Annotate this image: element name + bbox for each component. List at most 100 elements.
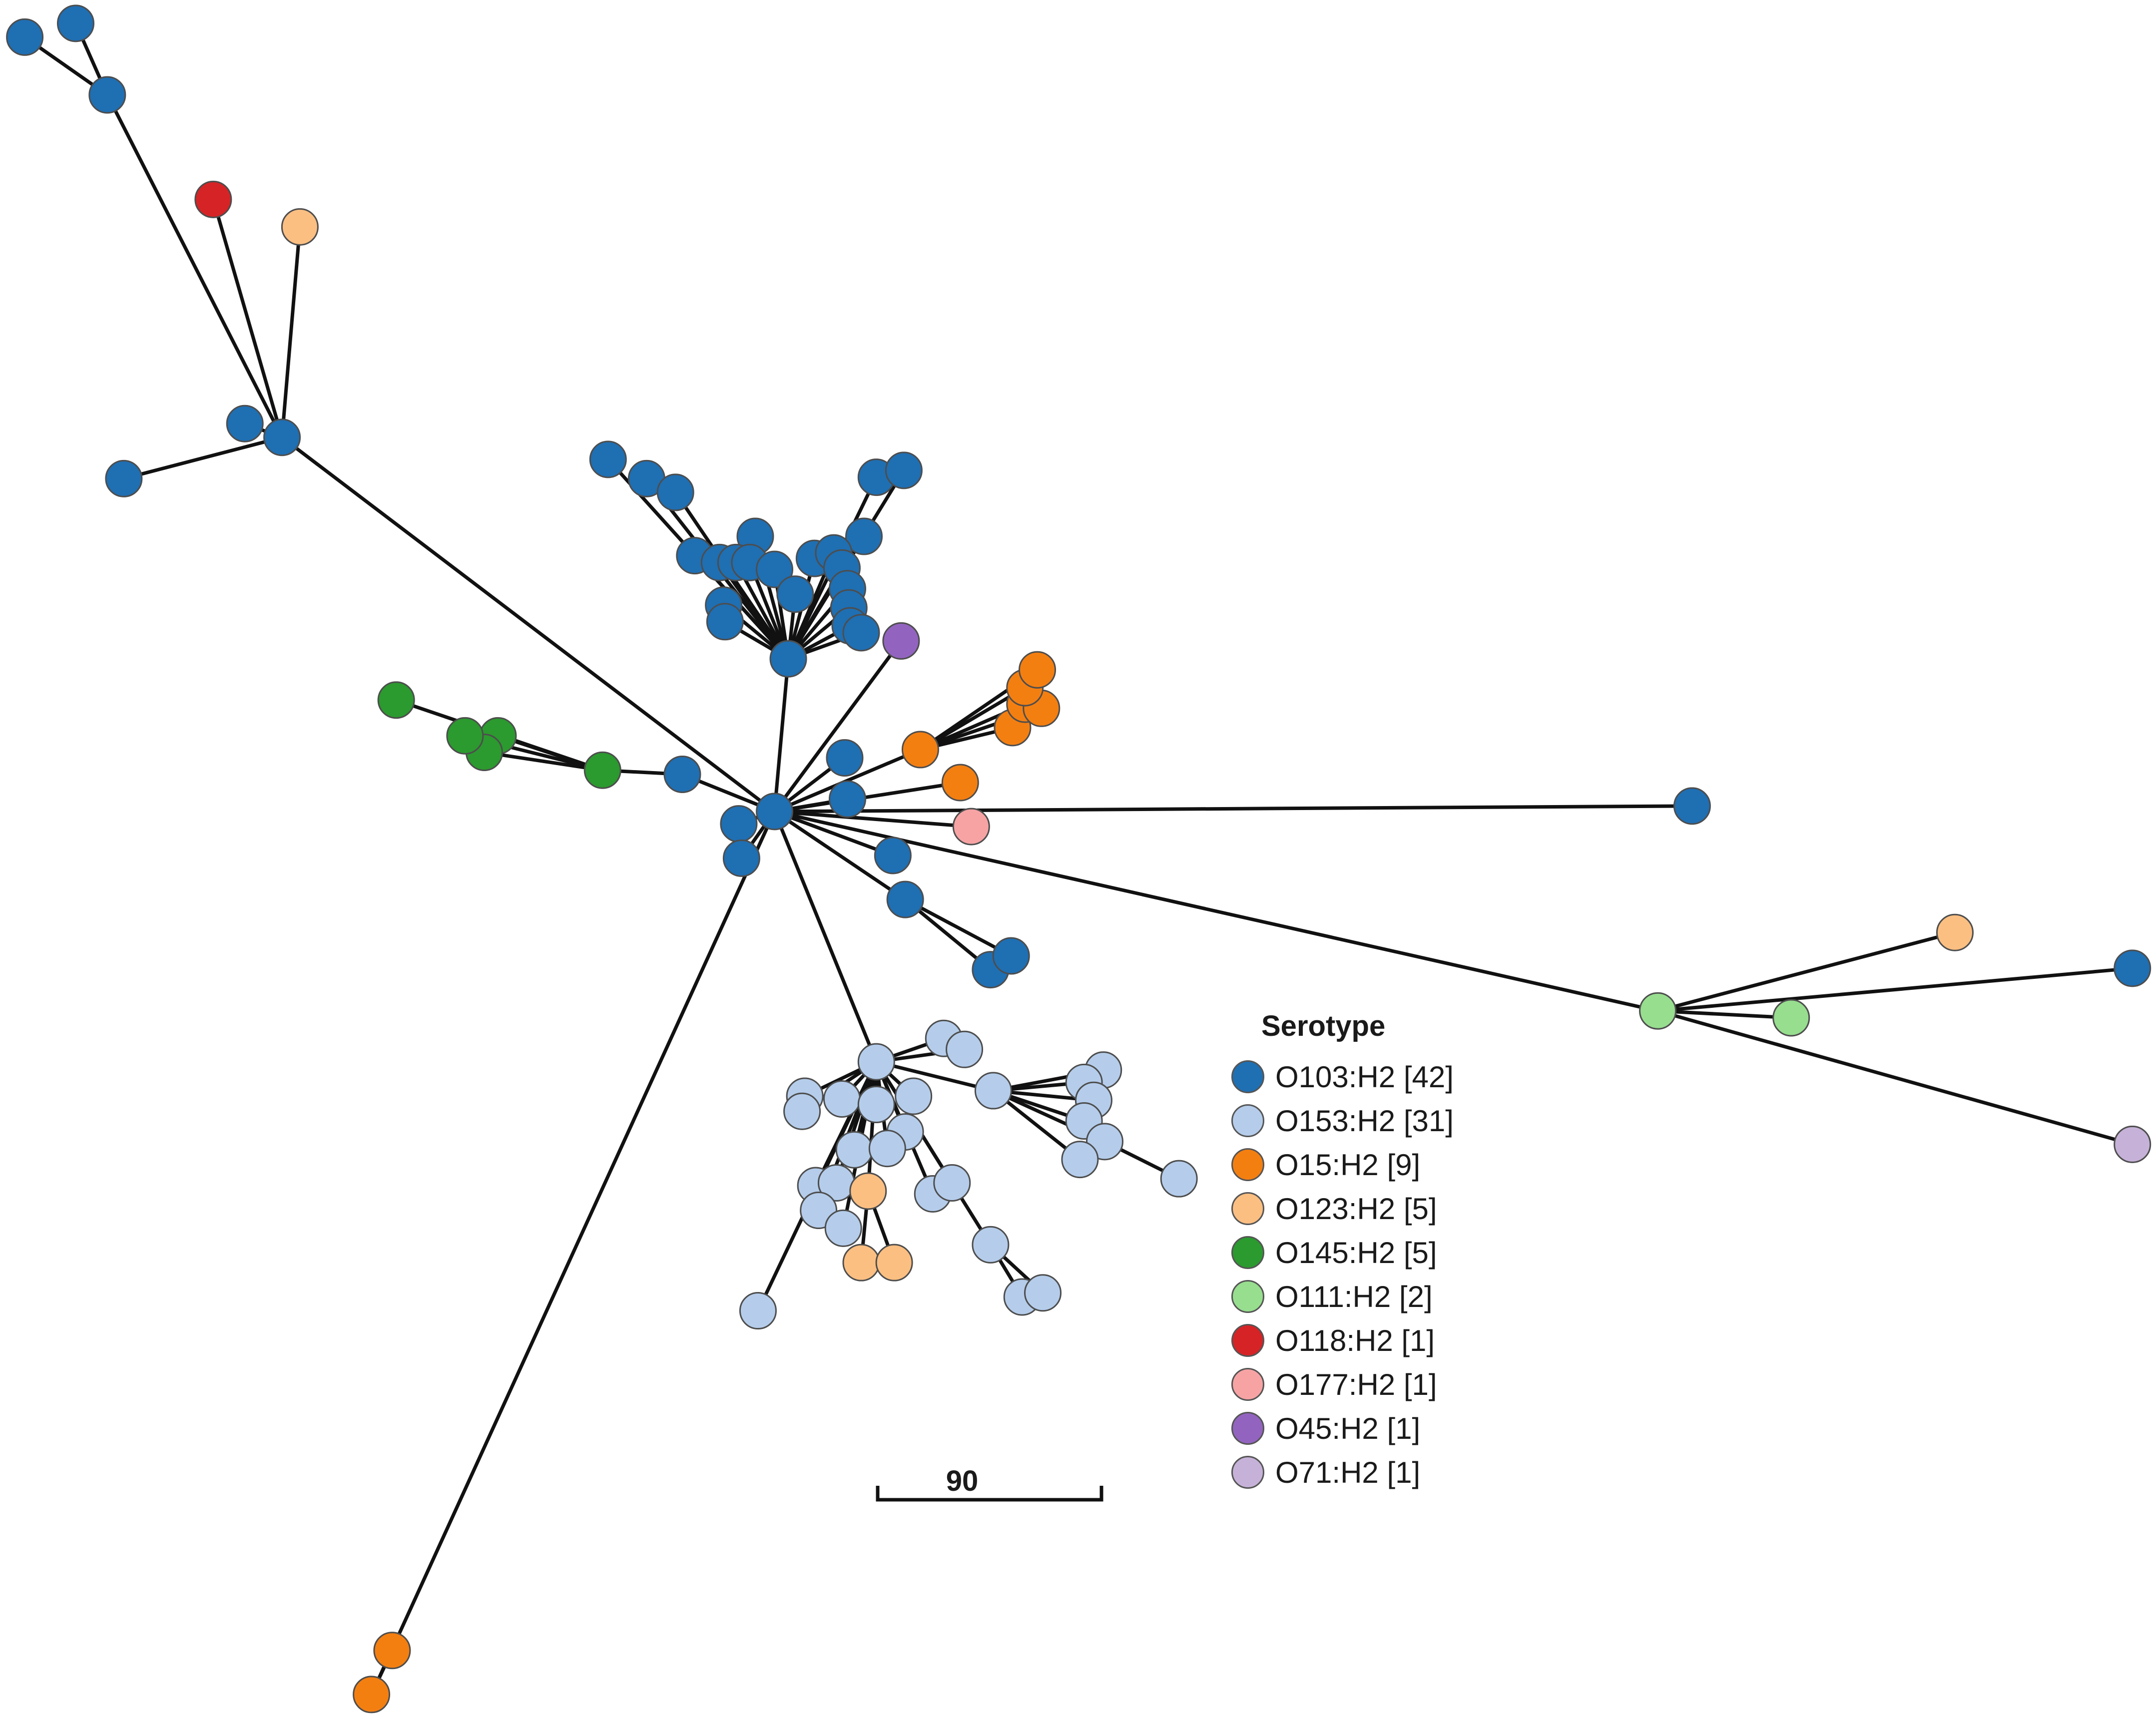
legend-label: O145:H2 [5] bbox=[1275, 1236, 1437, 1270]
tree-branch bbox=[1657, 1009, 2133, 1146]
scale-bar-label: 90 bbox=[946, 1465, 979, 1497]
tree-node bbox=[446, 717, 484, 755]
tree-node bbox=[2114, 1125, 2152, 1163]
tree-nodes bbox=[6, 4, 2152, 1714]
legend-label: O118:H2 [1] bbox=[1275, 1323, 1435, 1357]
tree-node bbox=[353, 1676, 391, 1714]
legend-label: O15:H2 [9] bbox=[1275, 1148, 1421, 1182]
legend-item-o177: O177:H2 [1] bbox=[1231, 1362, 1581, 1406]
legend-swatch bbox=[1231, 1412, 1264, 1445]
tree-node bbox=[1673, 787, 1711, 825]
tree-node bbox=[835, 1131, 873, 1169]
tree-node bbox=[901, 731, 939, 769]
tree-node bbox=[1024, 1274, 1062, 1312]
tree-node bbox=[886, 880, 924, 918]
tree-branch bbox=[1657, 966, 2133, 1013]
tree-branch bbox=[1657, 930, 1956, 1013]
tree-node bbox=[1019, 651, 1057, 689]
legend-label: O153:H2 [31] bbox=[1275, 1104, 1454, 1138]
tree-node bbox=[895, 1077, 933, 1115]
legend-item-o15: O15:H2 [9] bbox=[1231, 1143, 1581, 1187]
tree-node bbox=[823, 1080, 861, 1118]
tree-branch bbox=[773, 810, 907, 901]
tree-node bbox=[946, 1030, 984, 1068]
tree-branch bbox=[280, 227, 302, 438]
tree-node bbox=[6, 18, 44, 56]
legend-swatch bbox=[1231, 1236, 1264, 1269]
legend-swatch bbox=[1231, 1104, 1264, 1137]
tree-node bbox=[2114, 949, 2152, 987]
tree-node bbox=[56, 4, 94, 42]
legend-item-o45: O45:H2 [1] bbox=[1231, 1406, 1581, 1450]
tree-node bbox=[226, 405, 264, 442]
tree-node bbox=[656, 473, 694, 511]
legend-item-o103: O103:H2 [42] bbox=[1231, 1055, 1581, 1099]
tree-node bbox=[783, 1092, 821, 1130]
tree-node bbox=[663, 756, 701, 794]
tree-node bbox=[769, 640, 807, 678]
tree-node bbox=[857, 1043, 895, 1081]
tree-node bbox=[875, 1244, 913, 1282]
tree-node bbox=[941, 764, 979, 802]
legend-item-o118: O118:H2 [1] bbox=[1231, 1318, 1581, 1362]
tree-branch bbox=[370, 811, 776, 1696]
tree-node bbox=[194, 180, 232, 218]
legend-item-o111: O111:H2 [2] bbox=[1231, 1275, 1581, 1318]
tree-branch bbox=[774, 781, 961, 814]
tree-node bbox=[1061, 1141, 1099, 1179]
scale-bar-line bbox=[876, 1486, 1103, 1502]
tree-node bbox=[845, 517, 883, 555]
tree-node bbox=[706, 603, 744, 641]
tree-node bbox=[857, 1085, 895, 1123]
tree-branch bbox=[211, 199, 284, 438]
tree-node bbox=[1936, 913, 1974, 951]
tree-node bbox=[373, 1632, 411, 1670]
tree-node bbox=[974, 1072, 1012, 1110]
tree-node bbox=[1772, 999, 1810, 1037]
tree-edges bbox=[23, 22, 2133, 1696]
tree-node bbox=[88, 76, 126, 114]
legend-label: O111:H2 [2] bbox=[1275, 1280, 1433, 1313]
legend-title: Serotype bbox=[1261, 1010, 1386, 1042]
tree-node bbox=[589, 440, 627, 478]
tree-branch bbox=[773, 640, 903, 813]
scale-bar: 90 bbox=[876, 1465, 1103, 1502]
tree-node bbox=[720, 805, 758, 843]
tree-branch bbox=[866, 1061, 878, 1192]
tree-node bbox=[739, 1292, 777, 1330]
serotype-legend: Serotype O103:H2 [42] O153:H2 [31] O15:H… bbox=[1231, 1009, 1581, 1494]
tree-branch bbox=[105, 94, 284, 438]
tree-branch bbox=[904, 898, 1012, 958]
tree-node bbox=[885, 451, 923, 489]
tree-node bbox=[972, 1226, 1010, 1264]
legend-label: O177:H2 [1] bbox=[1275, 1367, 1437, 1401]
legend-swatch bbox=[1231, 1456, 1264, 1489]
tree-node bbox=[992, 937, 1030, 975]
legend-swatch bbox=[1231, 1280, 1264, 1313]
legend-item-o153: O153:H2 [31] bbox=[1231, 1099, 1581, 1143]
tree-node bbox=[828, 780, 866, 818]
tree-branch bbox=[1657, 1009, 1791, 1020]
tree-node bbox=[933, 1164, 971, 1202]
tree-branch bbox=[774, 810, 894, 858]
tree-branch bbox=[773, 658, 790, 812]
tree-branch bbox=[123, 435, 283, 480]
tree-branch bbox=[773, 811, 878, 1063]
tree-branch bbox=[774, 804, 1692, 814]
tree-branch bbox=[484, 750, 603, 772]
tree-node bbox=[263, 419, 301, 456]
legend-label: O103:H2 [42] bbox=[1275, 1060, 1454, 1094]
legend-swatch bbox=[1231, 1192, 1264, 1225]
tree-node bbox=[281, 208, 319, 246]
legend-item-o71: O71:H2 [1] bbox=[1231, 1450, 1581, 1494]
tree-node bbox=[826, 739, 864, 777]
tree-node bbox=[776, 575, 814, 613]
tree-node bbox=[849, 1172, 887, 1210]
legend-swatch bbox=[1231, 1060, 1264, 1093]
tree-node bbox=[952, 808, 990, 846]
tree-node bbox=[722, 839, 760, 877]
legend-label: O45:H2 [1] bbox=[1275, 1411, 1421, 1445]
tree-branch bbox=[774, 810, 1658, 1013]
tree-node bbox=[842, 614, 880, 652]
tree-branch bbox=[281, 435, 776, 813]
